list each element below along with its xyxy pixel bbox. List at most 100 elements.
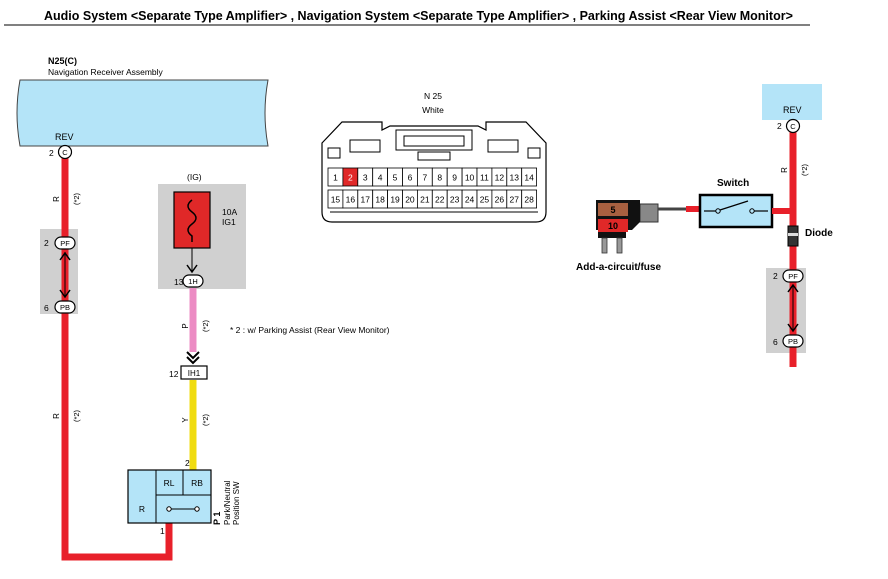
left-connector-top-label: PF	[60, 239, 70, 248]
rev-pin-letter: C	[790, 122, 796, 131]
right-connector-bottom-label: PB	[788, 337, 798, 346]
n25-pin-number: 8	[437, 173, 442, 183]
n25-pin-number: 7	[422, 173, 427, 183]
fuse-element-icon	[187, 199, 197, 242]
right-wire-note: (*2)	[800, 163, 809, 176]
pink-wire-note: (*2)	[201, 319, 210, 332]
yellow-wire-color: Y	[181, 417, 190, 423]
receiver-pin-circle	[57, 144, 73, 160]
left-wire-color-top: R	[52, 196, 61, 202]
n25-pin-number: 16	[346, 195, 356, 205]
switch-contact-icon	[704, 200, 768, 214]
right-connector-top-pin	[782, 269, 804, 283]
yellow-wire-note: (*2)	[201, 413, 210, 426]
receiver-code: N25(C)	[48, 56, 77, 66]
n25-pin-number: 2	[348, 173, 353, 183]
p1-pin-top: 2	[185, 458, 190, 468]
left-connector-bottom-pin	[54, 300, 76, 314]
n25-pin-number: 11	[480, 173, 489, 183]
n25-pin-number: 19	[390, 195, 400, 205]
n25-pin-number: 27	[510, 195, 520, 205]
n25-pin-number: 28	[524, 195, 534, 205]
fuse-pin-number: 13	[174, 277, 184, 287]
left-wire-note-bottom: (*2)	[72, 409, 81, 422]
tap-connector-block	[639, 203, 659, 223]
n25-pin-number: 12	[495, 173, 505, 183]
rev-label: REV	[783, 105, 802, 115]
diagram-title: Audio System <Separate Type Amplifier> ,…	[44, 9, 793, 23]
right-connector-bottom-number: 6	[773, 337, 778, 347]
n25-housing-detail	[327, 129, 541, 213]
n25-pin-number: 23	[450, 195, 460, 205]
pink-wire-color: P	[181, 323, 190, 328]
fuse-rating: 10A	[222, 207, 237, 217]
n25-pin-number: 1	[333, 173, 338, 183]
p1-cell-r: R	[139, 504, 145, 514]
right-connector-top-number: 2	[773, 271, 778, 281]
fuse-pin	[182, 274, 204, 288]
n25-pin-number: 20	[405, 195, 415, 205]
left-wire-color-bottom: R	[52, 413, 61, 419]
rev-pin-number: 2	[777, 121, 782, 131]
p1-pin-bottom: 1	[160, 526, 165, 536]
junction-number: 12	[169, 369, 179, 379]
add-circuit-fuse-bottom	[598, 219, 628, 232]
n25-pin-number: 25	[480, 195, 490, 205]
n25-pin-cell	[521, 167, 538, 187]
left-connector-link	[59, 251, 71, 299]
right-connector-link	[787, 283, 799, 333]
p1-switch-body	[127, 469, 212, 524]
n25-pin-number: 9	[452, 173, 457, 183]
add-circuit-fuse-top	[598, 203, 628, 216]
junction-chevron-icon	[186, 351, 200, 365]
p1-switch-contact-icon	[166, 506, 200, 512]
n25-pin-number: 17	[361, 195, 371, 205]
rev-connector-body	[762, 84, 822, 120]
right-wire-color: R	[780, 167, 789, 173]
fuse-arrow-icon	[186, 264, 198, 274]
n25-pin-number: 14	[524, 173, 534, 183]
fuse-name: IG1	[222, 217, 236, 227]
n25-pin-number: 18	[375, 195, 385, 205]
n25-pin-number: 5	[393, 173, 398, 183]
right-connector-top-label: PF	[788, 272, 798, 281]
receiver-pin-letter: C	[62, 148, 68, 157]
note-text: * 2 : w/ Parking Assist (Rear View Monit…	[230, 325, 390, 335]
add-circuit-blades-icon	[598, 232, 626, 254]
p1-name-line1: Park/Neutral	[223, 480, 232, 525]
fuse-pin-label: 1H	[188, 277, 198, 286]
switch-label: Switch	[717, 178, 749, 189]
p1-cell-rb: RB	[191, 478, 203, 488]
n25-pin-number: 26	[495, 195, 505, 205]
p1-cell-rl: RL	[164, 478, 175, 488]
left-connector-bottom-label: PB	[60, 303, 70, 312]
p1-name-line2: Position SW	[232, 481, 241, 525]
receiver-pin-number: 2	[49, 148, 54, 158]
left-red-wire	[61, 158, 173, 561]
n25-pin-cell	[521, 189, 538, 209]
diode-band	[788, 233, 798, 236]
n25-pin-number: 21	[420, 195, 430, 205]
left-connector-top-pin	[54, 236, 76, 250]
n25-pin-number: 10	[465, 173, 475, 183]
n25-pin-number: 6	[408, 173, 413, 183]
fuse-circuit-label: (IG)	[187, 172, 202, 182]
add-circuit-fuse-top-value: 5	[610, 205, 615, 215]
add-circuit-fuse-bottom-value: 10	[608, 221, 618, 231]
navigation-receiver-body	[16, 79, 269, 147]
n25-pin-number: 24	[465, 195, 475, 205]
junction-label: IH1	[188, 369, 201, 378]
right-connector-bottom-pin	[782, 334, 804, 348]
left-wire-note-top: (*2)	[72, 192, 81, 205]
n25-color: White	[422, 105, 444, 115]
rev-pin-circle	[785, 118, 801, 134]
n25-pin-number: 22	[435, 195, 445, 205]
junction-connector	[180, 365, 208, 380]
p1-code: P 1	[212, 512, 222, 525]
n25-pin-number: 15	[331, 195, 341, 205]
diode-label: Diode	[805, 228, 833, 239]
left-connector-top-number: 2	[44, 238, 49, 248]
n25-pin-number: 4	[378, 173, 383, 183]
receiver-name: Navigation Receiver Assembly	[48, 67, 164, 77]
